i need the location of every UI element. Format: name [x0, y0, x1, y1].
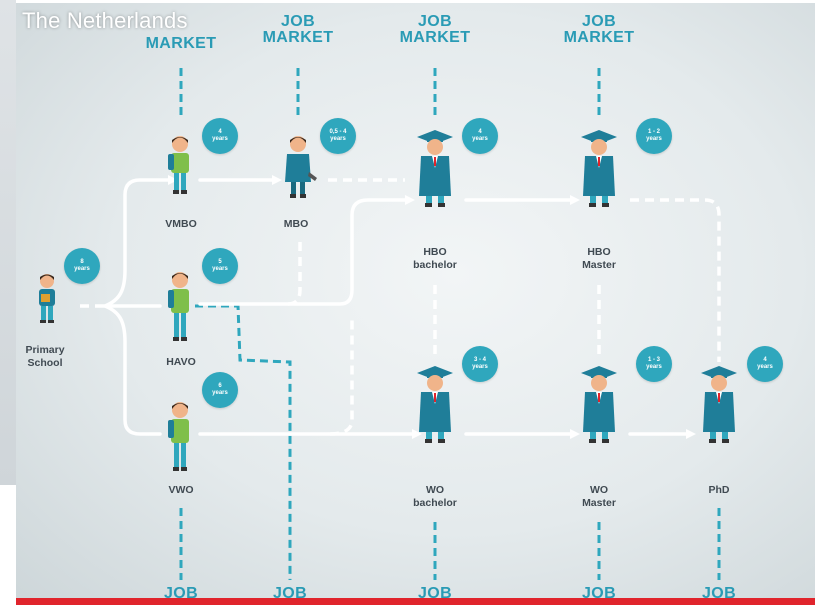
stage-label-wo-master: WO Master	[582, 484, 616, 509]
phd-graduate-icon	[701, 366, 737, 443]
havo-to-hbo-path	[198, 198, 407, 306]
stage-label-phd: PhD	[708, 484, 730, 496]
wo-bachelor-graduate-icon	[417, 366, 453, 443]
badge-duration: 4	[218, 129, 222, 135]
job-market-line1: JOB	[280, 13, 316, 30]
hbo-master-to-phd-dashes	[630, 198, 721, 362]
duration-badge-primary: 8 years	[64, 248, 100, 284]
stage-label-vmbo: VMBO	[165, 218, 197, 230]
mbo-worker-icon	[285, 136, 317, 198]
job-market-label-hbo-master: JOB MARKET	[544, 14, 654, 46]
stage-label-mbo: MBO	[283, 218, 309, 230]
stage-label-primary: Primary School	[25, 344, 65, 369]
badge-unit: years	[330, 136, 346, 142]
duration-badge-vwo: 6 years	[202, 372, 238, 408]
job-label-bottom-havo: JOB	[272, 585, 308, 602]
badge-unit: years	[74, 266, 90, 272]
badge-unit: years	[472, 136, 488, 142]
duration-badge-havo: 5 years	[202, 248, 238, 284]
hbo-bachelor-graduate-icon	[417, 130, 453, 207]
job-market-line2: MARKET	[262, 29, 334, 46]
havo-student-icon	[168, 272, 189, 341]
job-label-bottom-vwo: JOB	[163, 585, 199, 602]
job-market-line1: JOB	[417, 13, 453, 30]
duration-badge-hbo-bachelor: 4 years	[462, 118, 498, 154]
badge-duration: 1 - 2	[647, 129, 660, 135]
stage-label-havo: HAVO	[166, 356, 196, 368]
job-label-bottom-phd: JOB	[701, 585, 737, 602]
job-market-label-mbo: JOB MARKET	[243, 14, 353, 46]
badge-duration: 1 - 3	[647, 357, 660, 363]
stage-label-hbo-bachelor: HBO bachelor	[413, 246, 457, 271]
job-market-line2: MARKET	[399, 29, 471, 46]
duration-badge-phd: 4 years	[747, 346, 783, 382]
wo-master-graduate-icon	[581, 366, 617, 443]
job-market-line2: MARKET	[563, 29, 635, 46]
job-label-bottom-wo-master: JOB	[581, 585, 617, 602]
havo-job-connector	[195, 304, 292, 580]
badge-unit: years	[472, 364, 488, 370]
page-title: The Netherlands	[22, 8, 188, 33]
badge-duration: 3 - 4	[473, 357, 486, 363]
badge-duration: 4	[763, 357, 767, 363]
duration-badge-wo-bachelor: 3 - 4 years	[462, 346, 498, 382]
badge-duration: 5	[218, 259, 222, 265]
badge-unit: years	[757, 364, 773, 370]
job-market-label-hbo-bachelor: JOB MARKET	[380, 14, 490, 46]
duration-badge-hbo-master: 1 - 2 years	[636, 118, 672, 154]
badge-unit: years	[212, 136, 228, 142]
duration-badge-vmbo: 4 years	[202, 118, 238, 154]
primary-to-vwo-path	[103, 304, 162, 436]
badge-duration: 8	[80, 259, 84, 265]
stage-label-vwo: VWO	[168, 484, 194, 496]
hbo-master-graduate-icon	[581, 130, 617, 207]
education-diagram-panel	[16, 3, 815, 605]
duration-badge-wo-master: 1 - 3 years	[636, 346, 672, 382]
badge-duration: 0,5 - 4	[329, 129, 347, 135]
badge-unit: years	[646, 136, 662, 142]
vmbo-student-icon	[168, 136, 189, 194]
left-edge-strip	[0, 0, 16, 485]
job-market-label-vmbo: JOB MARKET	[126, 20, 236, 52]
stage-label-hbo-master: HBO Master	[582, 246, 616, 271]
job-label-bottom-wo-bachelor: JOB	[417, 585, 453, 602]
vwo-student-icon	[168, 402, 189, 471]
badge-unit: years	[212, 390, 228, 396]
bottom-red-bar	[16, 598, 815, 605]
badge-unit: years	[646, 364, 662, 370]
job-market-line1: JOB	[581, 13, 617, 30]
job-market-line2: MARKET	[145, 35, 217, 52]
badge-duration: 6	[218, 383, 222, 389]
mbo-down-dashes	[287, 242, 302, 306]
vwo-to-hbo-dashes	[329, 320, 354, 436]
primary-to-vmbo-path	[103, 178, 170, 308]
duration-badge-mbo: 0,5 - 4 years	[320, 118, 356, 154]
badge-duration: 4	[478, 129, 482, 135]
badge-unit: years	[212, 266, 228, 272]
primary-student-icon	[39, 274, 55, 323]
stage-label-wo-bachelor: WO bachelor	[413, 484, 457, 509]
